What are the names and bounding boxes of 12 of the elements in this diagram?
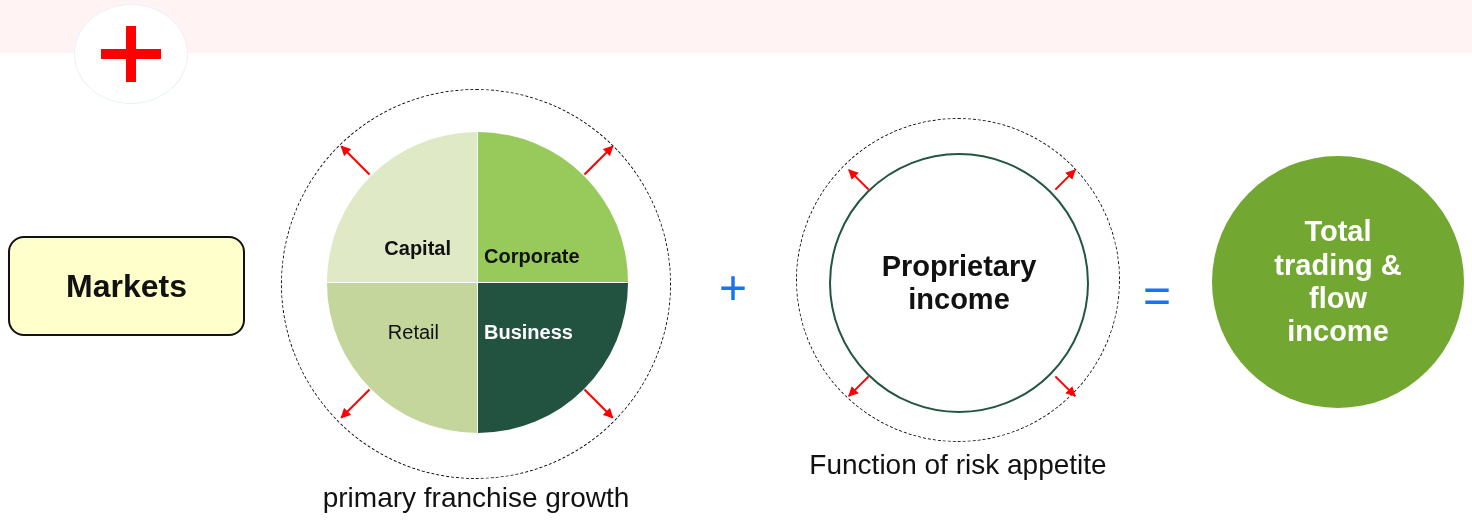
node-label: Retail bbox=[387, 321, 439, 344]
node-label: Business bbox=[484, 321, 573, 344]
operator-sign: + bbox=[719, 264, 748, 312]
node-label: Proprietary income bbox=[880, 249, 1038, 317]
node-label: Markets bbox=[66, 267, 187, 305]
node-label: Total trading & flow income bbox=[1274, 215, 1402, 349]
node-label: Function of risk appetite bbox=[809, 449, 1107, 481]
node-label: primary franchise growth bbox=[322, 482, 630, 514]
rounded-box bbox=[8, 236, 245, 336]
operator-sign: = bbox=[1143, 272, 1172, 320]
node-label: Capital bbox=[384, 237, 451, 260]
node-label: Corporate bbox=[484, 245, 580, 268]
